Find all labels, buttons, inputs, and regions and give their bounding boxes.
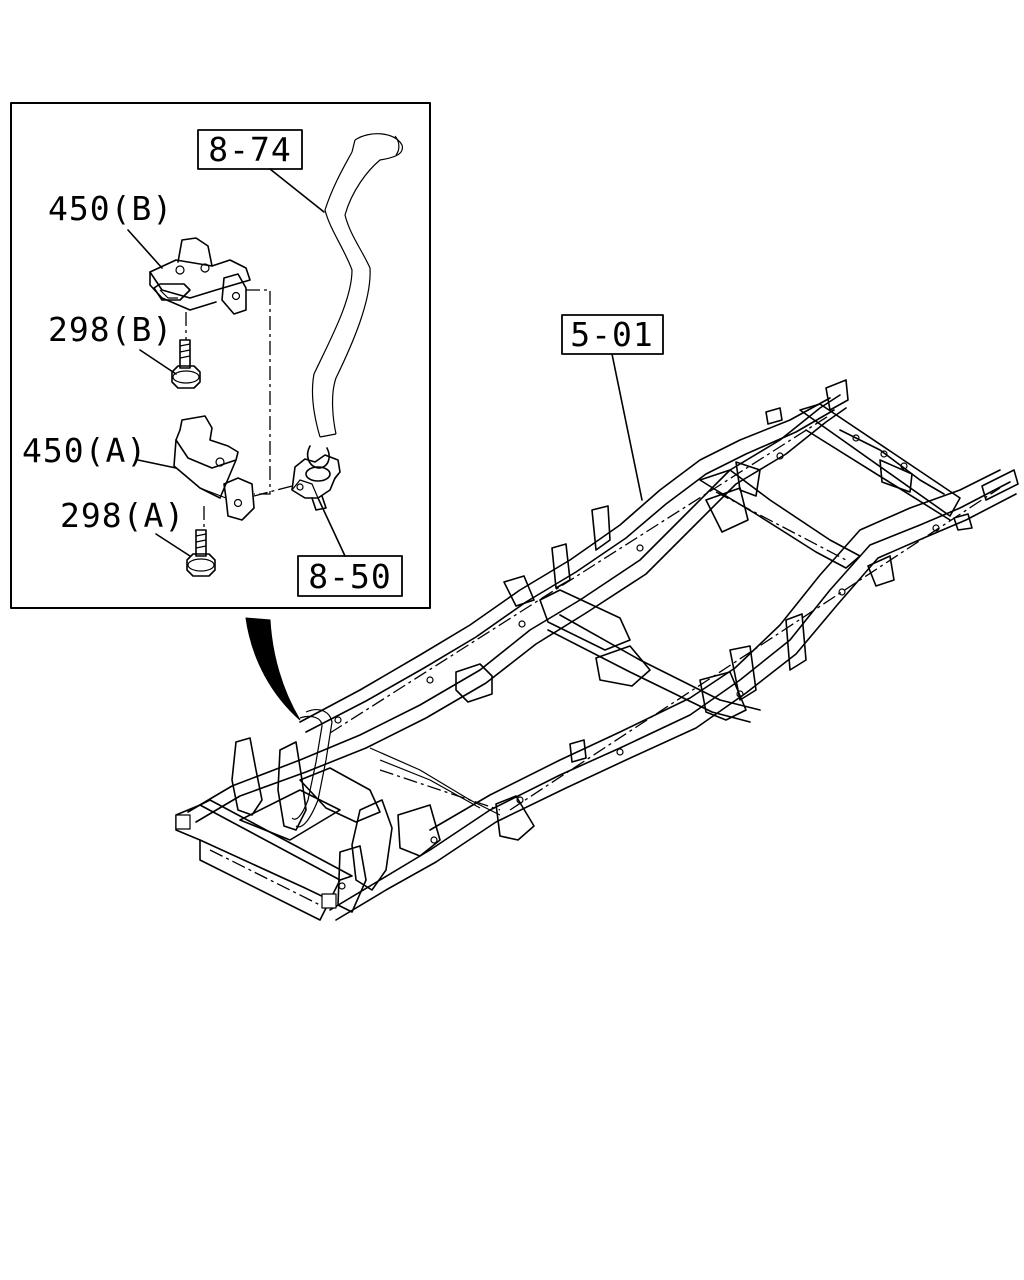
callout-5-01-text: 5-01 bbox=[570, 315, 653, 354]
clip-part bbox=[291, 445, 341, 511]
label-298b-text: 298(B) bbox=[48, 310, 173, 349]
callout-8-74-text: 8-74 bbox=[208, 130, 291, 169]
label-450b-text: 450(B) bbox=[48, 189, 173, 228]
bolt-b-part bbox=[171, 312, 201, 389]
assembly-lines bbox=[246, 289, 293, 497]
detail-inset: 8-74 8-50 450(B) 298(B) 450(A) 298(A) bbox=[10, 102, 431, 609]
detail-pointer-arrow bbox=[245, 617, 301, 721]
callout-8-50-text: 8-50 bbox=[308, 557, 391, 596]
bolt-a-part bbox=[186, 506, 216, 577]
bracket-b-part bbox=[149, 237, 251, 315]
callout-5-01: 5-01 bbox=[561, 314, 664, 501]
label-450a: 450(A) bbox=[22, 431, 177, 470]
callout-8-50: 8-50 bbox=[297, 497, 403, 597]
callout-8-74: 8-74 bbox=[197, 129, 325, 213]
rail-holes bbox=[334, 434, 940, 890]
chassis-frame bbox=[175, 379, 1019, 921]
label-298a-text: 298(A) bbox=[60, 496, 185, 535]
pipe-part bbox=[311, 133, 404, 438]
label-298a: 298(A) bbox=[60, 496, 191, 557]
label-450b: 450(B) bbox=[48, 189, 173, 269]
bracket-a-part bbox=[173, 415, 255, 521]
label-450a-text: 450(A) bbox=[22, 431, 147, 470]
label-298b: 298(B) bbox=[48, 310, 177, 375]
